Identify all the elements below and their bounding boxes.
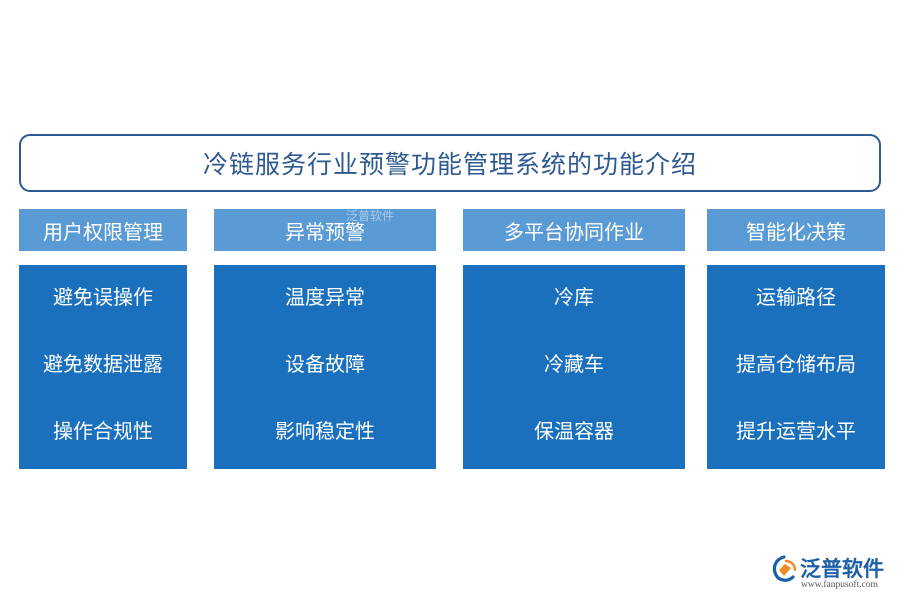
column-body-smart-decision: 运输路径 提高仓储布局 提升运营水平 xyxy=(707,265,885,469)
title-box: 冷链服务行业预警功能管理系统的功能介绍 xyxy=(19,134,881,192)
column-item: 温度异常 xyxy=(285,285,365,309)
column-item: 提高仓储布局 xyxy=(736,352,856,376)
column-header-smart-decision: 智能化决策 xyxy=(707,209,885,251)
logo-icon xyxy=(772,555,797,582)
column-item: 影响稳定性 xyxy=(275,419,375,443)
column-item: 设备故障 xyxy=(285,352,365,376)
logo-url: www.fanpusoft.com xyxy=(801,580,878,590)
column-item: 运输路径 xyxy=(756,285,836,309)
column-item: 冷藏车 xyxy=(544,352,604,376)
column-body-user-permission: 避免误操作 避免数据泄露 操作合规性 xyxy=(19,265,187,469)
column-item: 冷库 xyxy=(554,285,594,309)
column-header-multi-platform: 多平台协同作业 xyxy=(463,209,685,251)
column-header-user-permission: 用户权限管理 xyxy=(19,209,187,251)
brand-logo: 泛普软件 www.fanpusoft.com xyxy=(770,553,892,593)
column-item: 操作合规性 xyxy=(53,419,153,443)
column-header-anomaly-alert: 异常预警 xyxy=(214,209,436,251)
column-body-anomaly-alert: 温度异常 设备故障 影响稳定性 xyxy=(214,265,436,469)
column-body-multi-platform: 冷库 冷藏车 保温容器 xyxy=(463,265,685,469)
logo-name: 泛普软件 xyxy=(800,557,884,581)
column-item: 保温容器 xyxy=(534,419,614,443)
column-item: 提升运营水平 xyxy=(736,419,856,443)
diagram-title: 冷链服务行业预警功能管理系统的功能介绍 xyxy=(202,150,697,179)
column-item: 避免数据泄露 xyxy=(43,352,163,376)
column-item: 避免误操作 xyxy=(53,285,153,309)
